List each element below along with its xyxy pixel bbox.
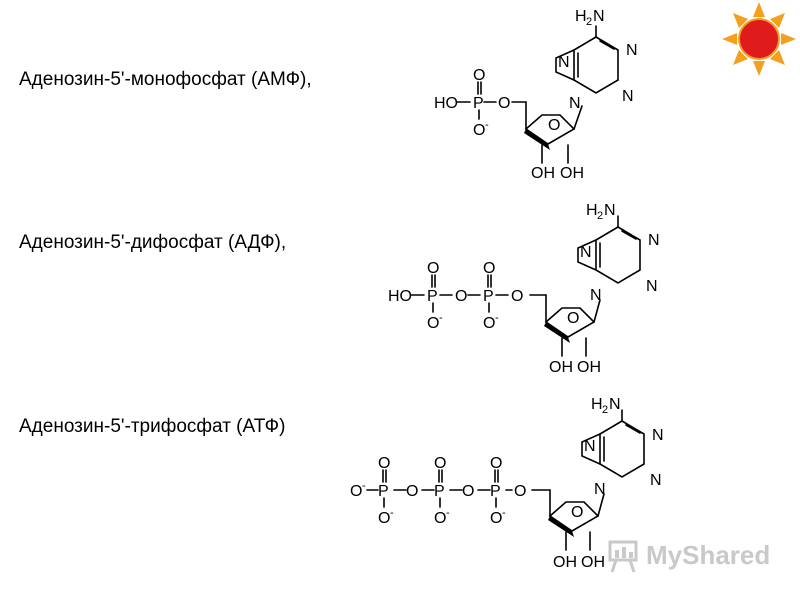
amp-p: P (473, 95, 484, 112)
adp-n7: N (580, 244, 592, 261)
adp-anion-charge2: - (495, 312, 499, 324)
atp-n1: N (652, 427, 664, 444)
atp-phosphates (366, 469, 513, 508)
amp-bridge-o: O (498, 95, 510, 112)
atp-p1: P (378, 483, 389, 500)
sun-icon (722, 2, 796, 76)
amp-nh-n: N (593, 8, 605, 25)
atp-oh-2: OH (581, 554, 605, 571)
atp-n3: N (650, 472, 662, 489)
atp-anion-o2: O (434, 510, 446, 527)
atp-bridge-o2: O (462, 483, 474, 500)
adp-anion-charge1: - (439, 312, 443, 324)
adp-ribose (529, 294, 601, 357)
atp-terminal-o: O (350, 483, 362, 500)
adp-n3: N (646, 278, 658, 295)
amp-ribose (511, 101, 583, 164)
atp-double-o3: O (490, 455, 502, 472)
watermark-text: MyShared (646, 540, 771, 570)
atp-p2: P (434, 483, 445, 500)
adp-h: H (586, 202, 598, 219)
amp-h-sub: 2 (586, 16, 592, 28)
adp-anion-o1: O (427, 315, 439, 332)
atp-h: H (591, 396, 603, 413)
amp-anion-o: O (473, 122, 485, 139)
atp-adenine (581, 409, 645, 478)
amp-n7: N (558, 54, 570, 71)
adp-phosphates (410, 274, 509, 313)
amp-anion-charge: - (485, 119, 489, 131)
adp-h-sub: 2 (597, 210, 603, 222)
atp-bridge-o3: O (514, 483, 526, 500)
adp-oh-2: OH (577, 359, 601, 376)
amp-n9: N (569, 95, 581, 112)
atp-label: Аденозин-5'-трифосфат (АТФ) (19, 416, 286, 437)
amp-n3: N (622, 88, 634, 105)
adp-n9: N (590, 287, 602, 304)
adp-double-o2: O (483, 260, 495, 277)
amp-n1: N (626, 42, 638, 59)
adp-adenine (577, 215, 641, 284)
atp-anion-charge2: - (446, 507, 450, 519)
atp-terminal-charge: - (362, 480, 366, 492)
adp-anion-o2: O (483, 315, 495, 332)
adp-p1: P (427, 288, 438, 305)
adp-bridge-o2: O (511, 288, 523, 305)
atp-n7: N (584, 438, 596, 455)
atp-bridge-o1: O (406, 483, 418, 500)
adp-bridge-o1: O (455, 288, 467, 305)
amp-h: H (575, 8, 587, 25)
atp-nh-n: N (609, 396, 621, 413)
adp-ring-o: O (567, 310, 579, 327)
adp-oh-1: OH (549, 359, 573, 376)
atp-anion-o3: O (490, 510, 502, 527)
amp-ring-o: O (548, 117, 560, 134)
atp-h-sub: 2 (602, 404, 608, 416)
adp-nh-n: N (604, 202, 616, 219)
amp-phosphate (456, 81, 497, 120)
atp-n9: N (594, 481, 606, 498)
presentation-board-icon (608, 540, 638, 573)
amp-label: Аденозин-5'-монофосфат (АМФ), (19, 69, 312, 90)
amp-ho: HO (434, 95, 458, 112)
atp-oh-1: OH (553, 554, 577, 571)
amp-oh-1: OH (531, 165, 555, 182)
atp-anion-o1: O (378, 510, 390, 527)
atp-ring-o: O (571, 504, 583, 521)
amp-oh-2: OH (560, 165, 584, 182)
atp-anion-charge1: - (390, 507, 394, 519)
adp-label: Аденозин-5'-дифосфат (АДФ), (19, 232, 287, 253)
adp-n1: N (648, 232, 660, 249)
atp-double-o2: O (434, 455, 446, 472)
adp-p2: P (483, 288, 494, 305)
atp-double-o1: O (378, 455, 390, 472)
myshared-watermark: MyShared (606, 536, 776, 576)
adp-ho: HO (388, 288, 412, 305)
amp-double-o: O (473, 67, 485, 84)
atp-anion-charge3: - (502, 507, 506, 519)
atp-ribose (531, 489, 605, 551)
amp-adenine (555, 25, 619, 94)
atp-p3: P (490, 483, 501, 500)
adp-double-o1: O (427, 260, 439, 277)
